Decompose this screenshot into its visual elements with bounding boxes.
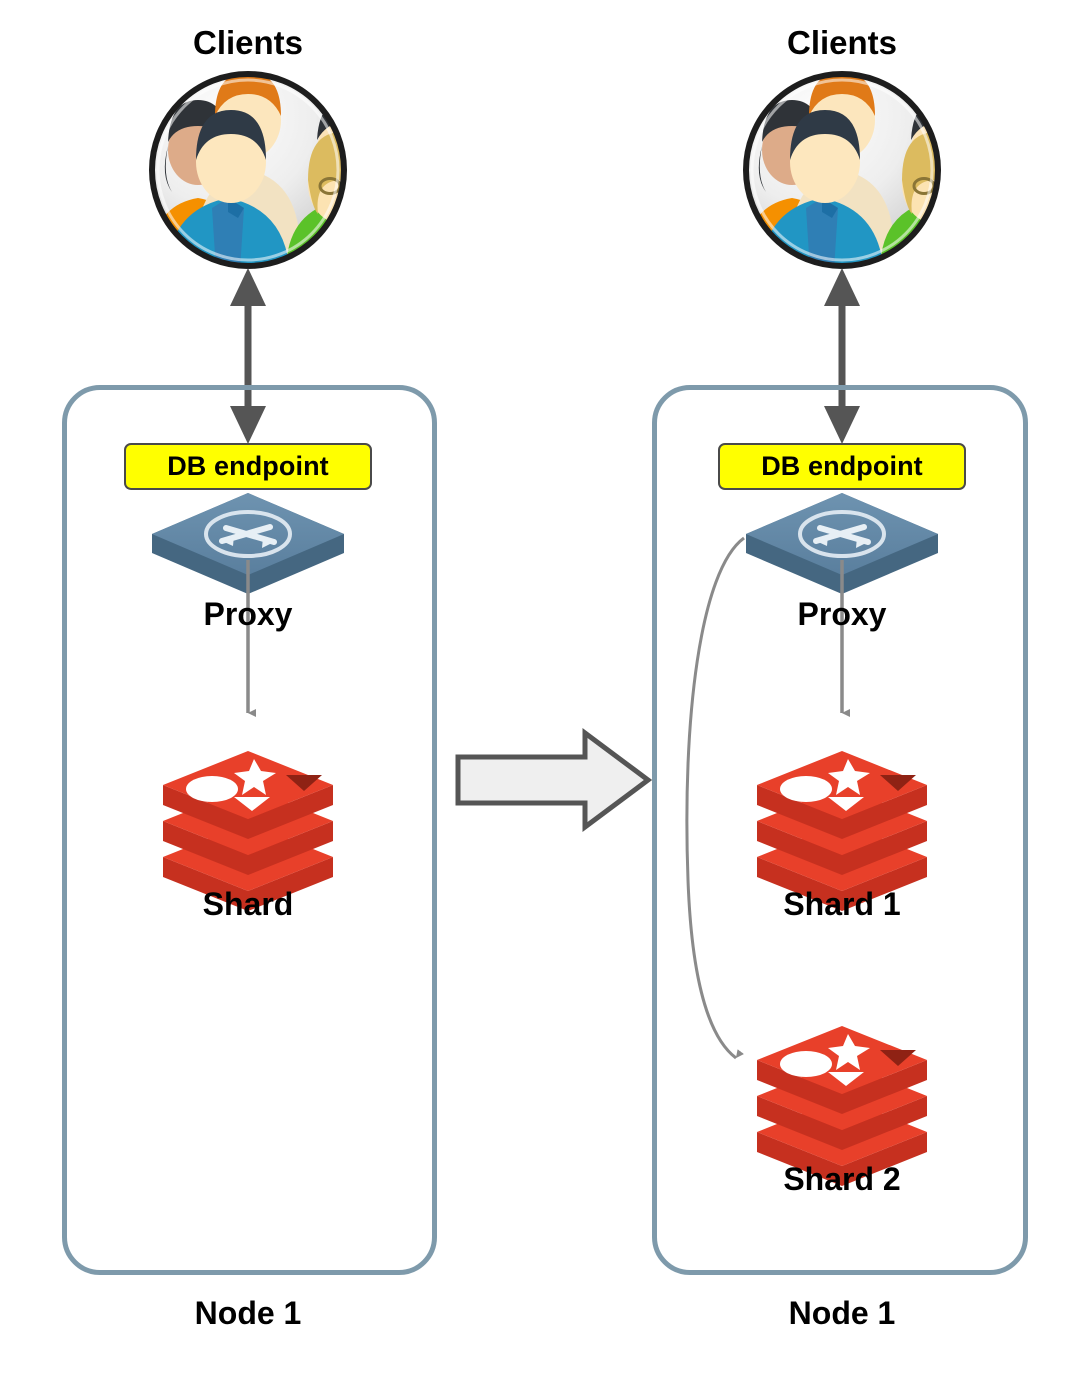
proxy-exchange-icon xyxy=(746,493,938,594)
clients-label: Clients xyxy=(786,24,898,61)
proxy-exchange-icon xyxy=(152,493,344,594)
clients-endpoint-bidirectional-arrow xyxy=(824,268,860,444)
redis-shard-icon xyxy=(757,1026,927,1186)
shard-label: Shard 2 xyxy=(783,1161,901,1197)
db-endpoint-badge[interactable]: DB endpoint xyxy=(124,443,372,490)
db-endpoint-label: DB endpoint xyxy=(167,451,329,481)
node-container-after xyxy=(652,385,1028,1275)
node-label: Node 1 xyxy=(194,1295,302,1331)
proxy-to-shard2-curved-connector xyxy=(685,536,745,1060)
clients-endpoint-bidirectional-arrow xyxy=(230,268,266,444)
clients-group-avatar-icon xyxy=(743,71,941,269)
db-endpoint-label: DB endpoint xyxy=(761,451,923,481)
proxy-label: Proxy xyxy=(203,596,293,632)
node-container-before xyxy=(62,385,437,1275)
shard-label: Shard xyxy=(202,886,294,922)
clients-label: Clients xyxy=(192,24,304,61)
redis-shard-icon xyxy=(757,751,927,911)
clients-group-avatar-icon xyxy=(149,71,347,269)
shard-label: Shard 1 xyxy=(783,886,901,922)
scale-out-arrow xyxy=(455,728,653,832)
redis-shard-icon xyxy=(163,751,333,911)
node-label: Node 1 xyxy=(788,1295,896,1331)
proxy-label: Proxy xyxy=(797,596,887,632)
db-endpoint-badge[interactable]: DB endpoint xyxy=(718,443,966,490)
